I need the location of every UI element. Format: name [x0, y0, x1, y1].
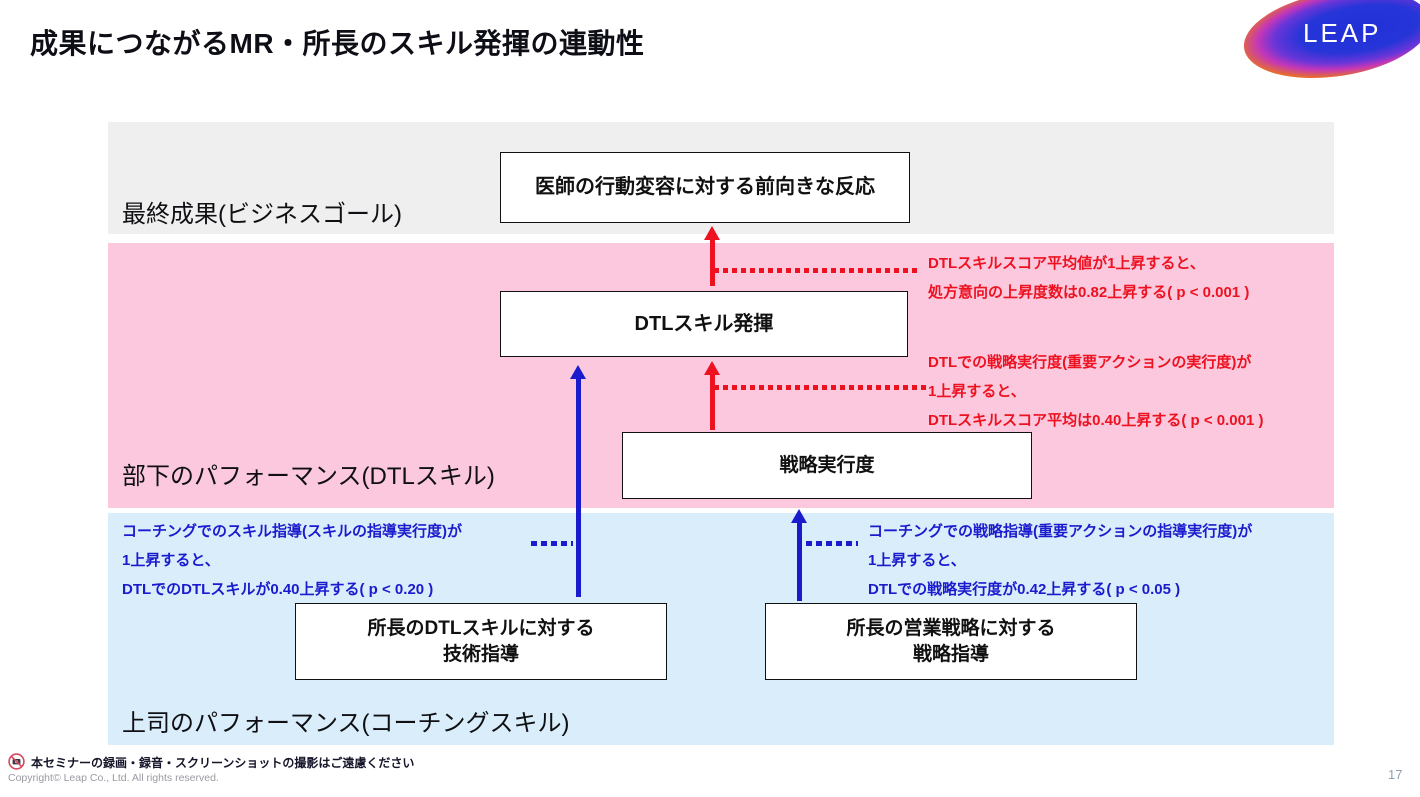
red-dotted-connector-top — [714, 268, 918, 273]
blue-dashed-connector-right — [806, 541, 858, 546]
band-label-subordinate-performance: 部下のパフォーマンス(DTLスキル) — [122, 463, 495, 490]
red-arrowhead-mid — [704, 361, 720, 375]
blue-arrow-right — [797, 521, 802, 601]
box-dtl-skill: DTLスキル発揮 — [500, 291, 908, 357]
red-arrowhead-top — [704, 226, 720, 240]
box-doctor-behavior-change: 医師の行動変容に対する前向きな反応 — [500, 152, 910, 223]
annotation-red-mid-line3: DTLスキルスコア平均は0.40上昇する( p < 0.001 ) — [928, 412, 1264, 429]
annotation-red-mid-line2: 1上昇すると、 — [928, 383, 1026, 400]
annotation-red-top-line1: DTLスキルスコア平均値が1上昇すると、 — [928, 255, 1205, 272]
annotation-blue-right-line1: コーチングでの戦略指導(重要アクションの指導実行度)が — [868, 523, 1253, 540]
box-strategy-coaching-label: 所長の営業戦略に対する 戦略指導 — [846, 616, 1055, 667]
red-arrow-top — [710, 238, 715, 286]
band-label-final-outcome: 最終成果(ビジネスゴール) — [122, 201, 402, 228]
recording-prohibited-notice: 本セミナーの録画・録音・スクリーンショットの撮影はご遠慮ください — [31, 756, 415, 770]
box-technical-coaching-line2: 技術指導 — [442, 643, 519, 665]
annotation-blue-left-line1: コーチングでのスキル指導(スキルの指導実行度)が — [122, 523, 462, 540]
box-strategy-coaching: 所長の営業戦略に対する 戦略指導 — [765, 603, 1137, 680]
annotation-blue-right-line3: DTLでの戦略実行度が0.42上昇する( p < 0.05 ) — [868, 581, 1181, 598]
annotation-blue-right-line2: 1上昇すると、 — [868, 552, 966, 569]
page-number: 17 — [1388, 767, 1403, 782]
annotation-red-top-line2: 処方意向の上昇度数は0.82上昇する( p < 0.001 ) — [928, 284, 1250, 301]
annotation-blue-left-line2: 1上昇すると、 — [122, 552, 220, 569]
band-label-manager-performance: 上司のパフォーマンス(コーチングスキル) — [122, 710, 570, 737]
blue-dashed-connector-left — [531, 541, 573, 546]
page-title: 成果につながるMR・所長のスキル発揮の連動性 — [30, 28, 645, 59]
box-technical-coaching-label: 所長のDTLスキルに対する 技術指導 — [368, 616, 595, 667]
box-strategy-coaching-line1: 所長の営業戦略に対する — [846, 617, 1056, 639]
leap-logo-text: LEAP — [1303, 18, 1382, 48]
blue-arrowhead-left — [570, 365, 586, 379]
box-strategy-execution-label: 戦略実行度 — [779, 454, 875, 476]
box-technical-coaching-line1: 所長のDTLスキルに対する — [367, 617, 595, 639]
copyright-text: Copyright© Leap Co., Ltd. All rights res… — [8, 772, 219, 784]
red-arrow-mid — [710, 373, 715, 430]
blue-arrowhead-right — [791, 509, 807, 523]
box-doctor-behavior-change-label: 医師の行動変容に対する前向きな反応 — [535, 176, 875, 198]
box-technical-coaching: 所長のDTLスキルに対する 技術指導 — [295, 603, 667, 680]
box-dtl-skill-label: DTLスキル発揮 — [634, 312, 774, 335]
blue-arrow-left — [576, 377, 581, 597]
box-strategy-execution: 戦略実行度 — [622, 432, 1032, 499]
annotation-red-mid-line1: DTLでの戦略実行度(重要アクションの実行度)が — [928, 354, 1252, 371]
annotation-blue-left-line3: DTLでのDTLスキルが0.40上昇する( p < 0.20 ) — [122, 581, 434, 598]
box-strategy-coaching-line2: 戦略指導 — [912, 643, 989, 665]
no-photography-icon — [8, 753, 25, 770]
red-dotted-connector-mid — [714, 385, 926, 390]
